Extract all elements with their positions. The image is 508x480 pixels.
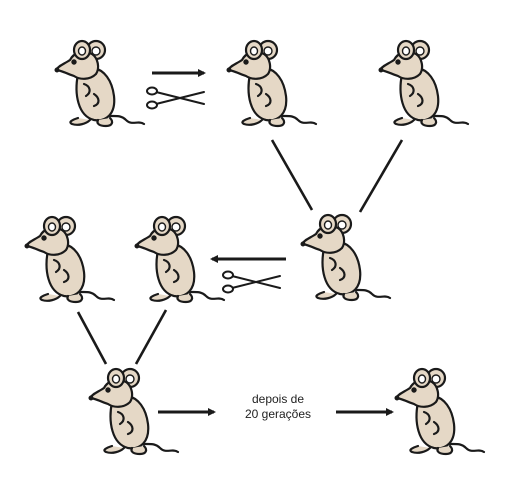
- mouse-icon: [300, 213, 392, 302]
- scissors-icon: [222, 270, 281, 294]
- lineage-line: [76, 311, 108, 365]
- mouse-icon: [134, 215, 226, 304]
- mouse-icon: [54, 39, 146, 128]
- generations-caption: depois de 20 gerações: [228, 392, 328, 422]
- mouse-icon: [226, 39, 318, 128]
- mouse-icon: [394, 367, 486, 456]
- scissors-icon: [146, 86, 205, 110]
- mouse-icon: [24, 215, 116, 304]
- lineage-line: [134, 309, 168, 365]
- lineage-line: [358, 139, 404, 213]
- caption-line-1: depois de: [251, 392, 305, 406]
- lineage-line: [270, 139, 314, 211]
- mouse-icon: [378, 39, 470, 128]
- caption-line-2: 20 gerações: [244, 407, 312, 421]
